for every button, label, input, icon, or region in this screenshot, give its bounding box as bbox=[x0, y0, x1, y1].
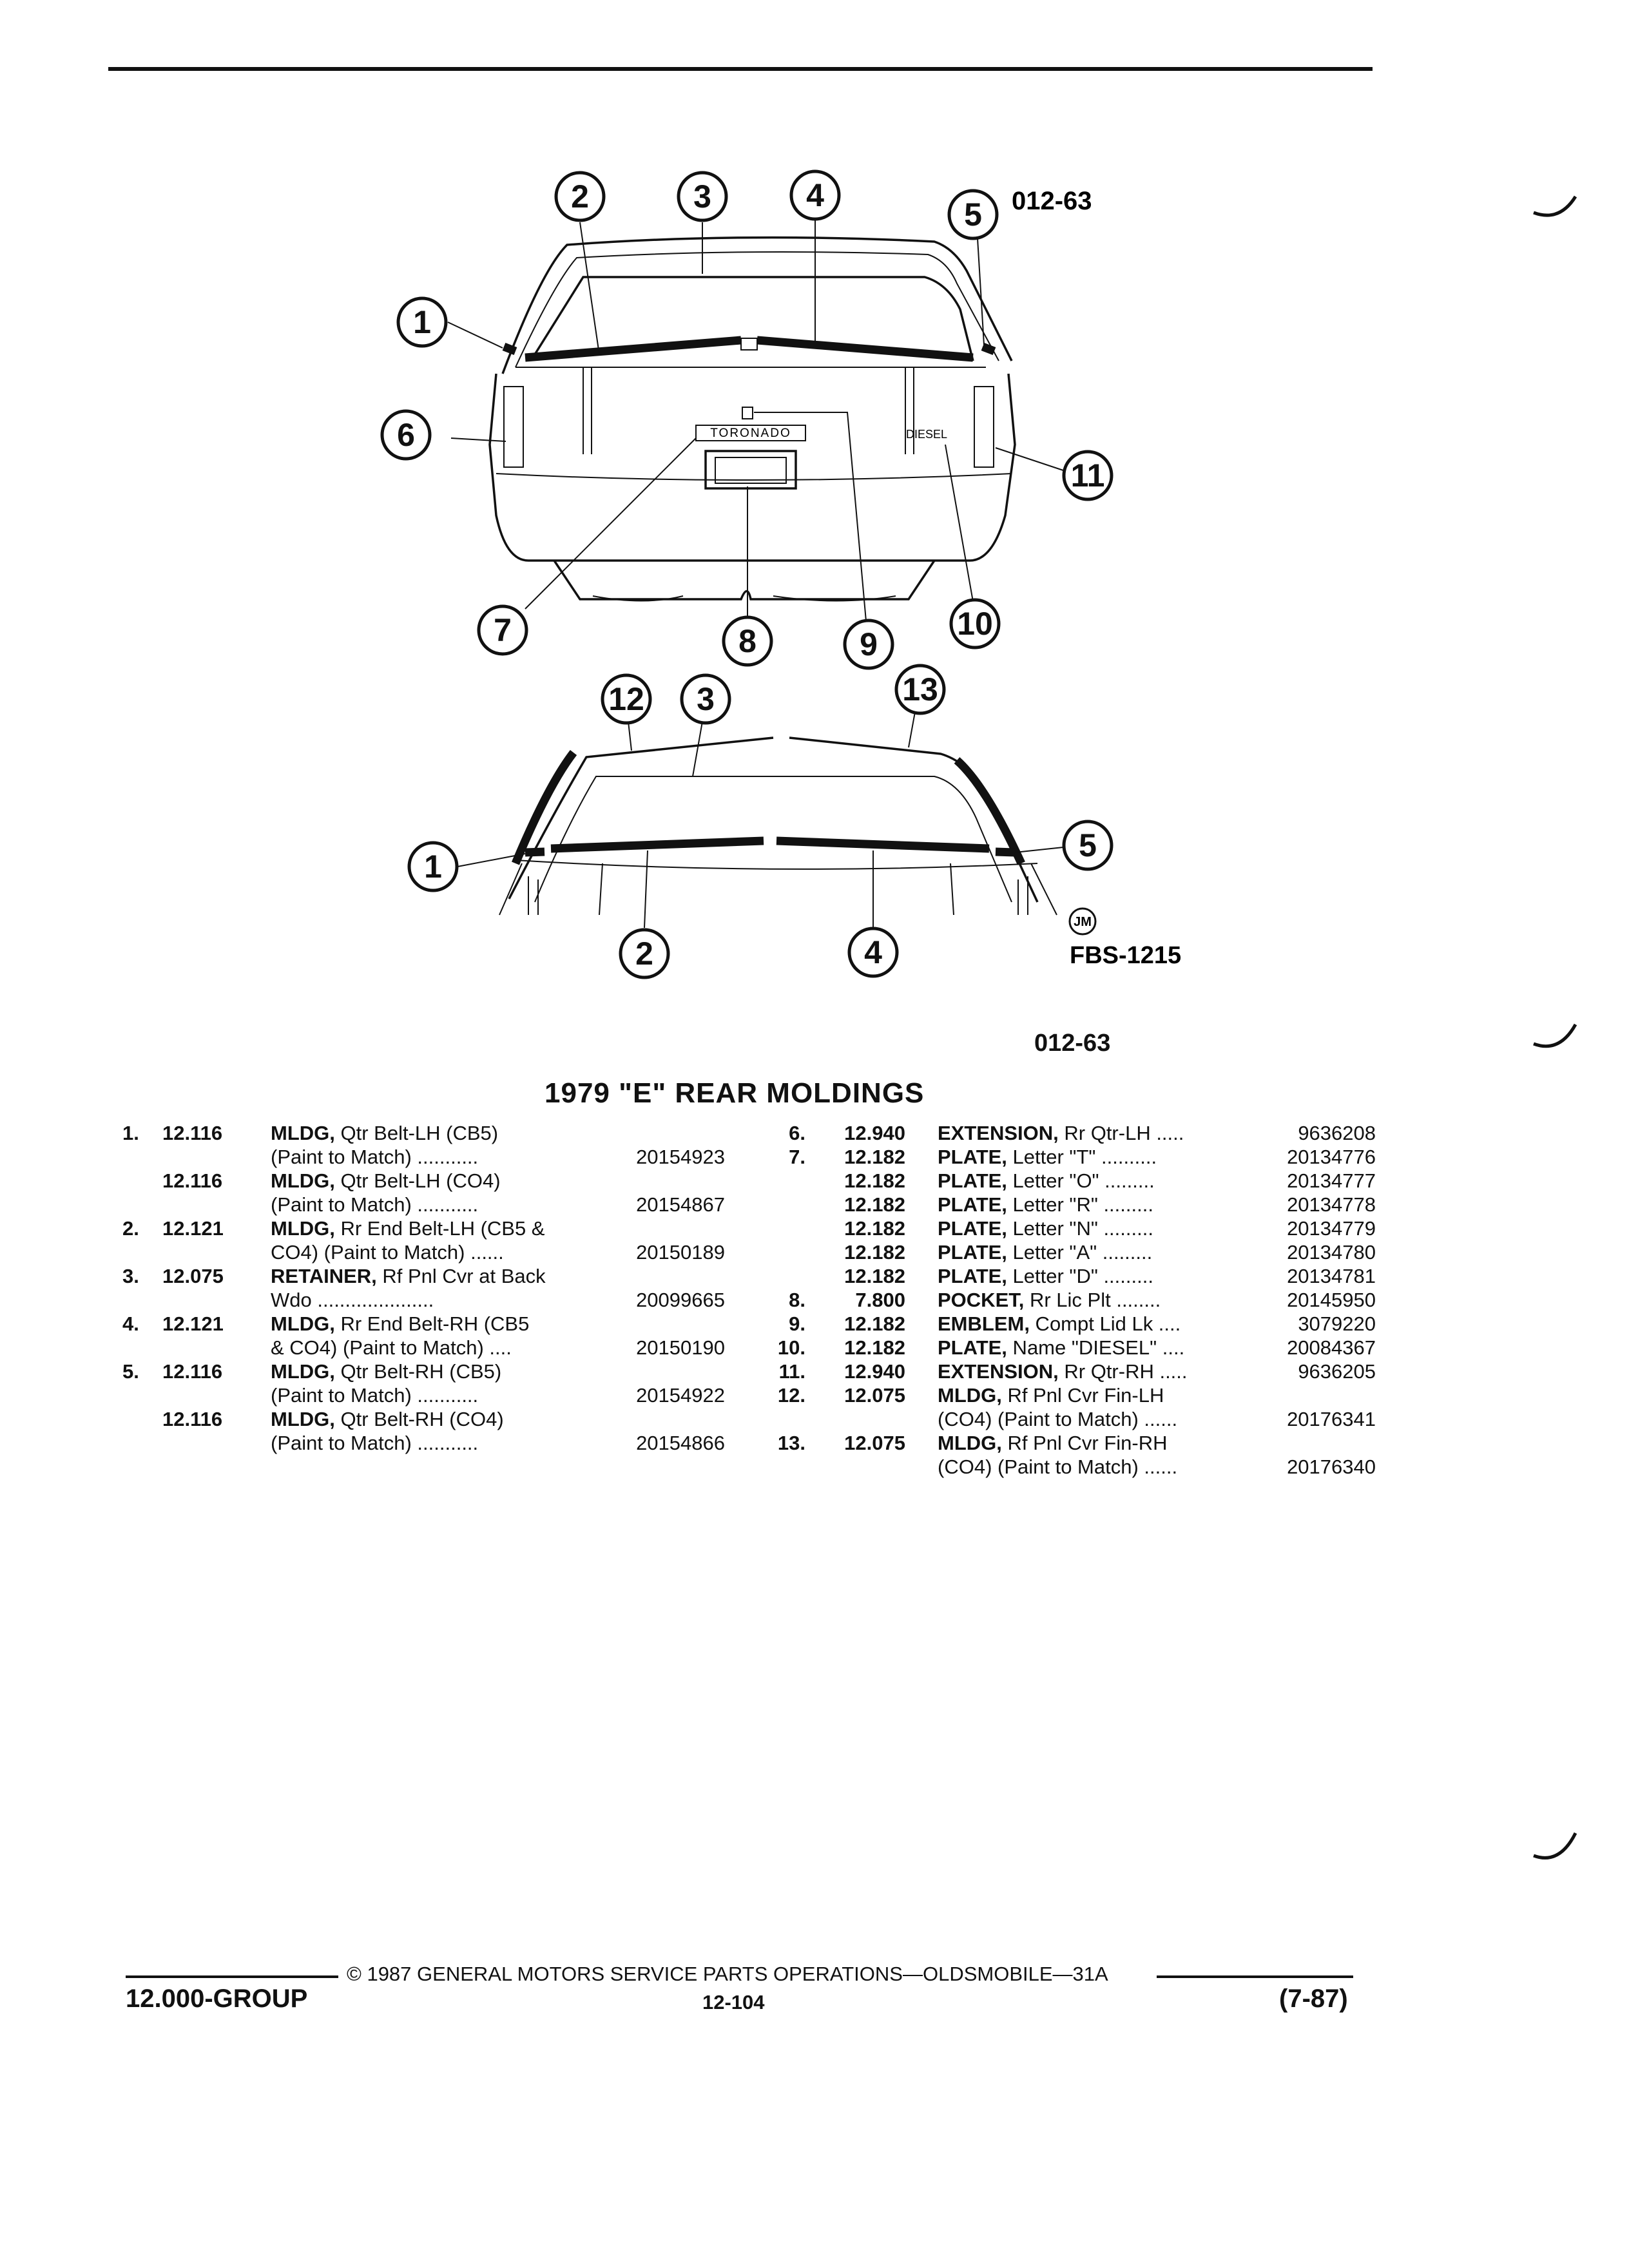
footer-rule-left bbox=[126, 1975, 338, 1978]
callout-5-lower: 5 bbox=[1062, 820, 1113, 871]
callout-1-lower: 1 bbox=[407, 841, 459, 892]
callout-3-upper: 3 bbox=[677, 171, 728, 222]
callout-3-lower: 3 bbox=[680, 673, 731, 725]
footer-page-number: 12-104 bbox=[702, 1991, 765, 2013]
footer-copyright: © 1987 GENERAL MOTORS SERVICE PARTS OPER… bbox=[347, 1963, 1108, 1985]
svg-text:7: 7 bbox=[494, 612, 512, 648]
diesel-badge: DIESEL bbox=[906, 428, 947, 441]
svg-text:10: 10 bbox=[957, 606, 993, 642]
callout-11: 11 bbox=[1062, 450, 1113, 501]
list-item: (Paint to Match) ...........20154923 bbox=[271, 1146, 725, 1168]
list-item: Wdo .....................20099665 bbox=[271, 1289, 725, 1311]
toronado-script: TORONADO bbox=[710, 427, 791, 440]
list-item: CO4) (Paint to Match) ......20150189 bbox=[271, 1241, 725, 1264]
list-item: (CO4) (Paint to Match) ......20176340 bbox=[938, 1456, 1376, 1478]
callout-7: 7 bbox=[477, 604, 528, 656]
section-title: 1979 "E" REAR MOLDINGS bbox=[545, 1077, 925, 1109]
list-item: (CO4) (Paint to Match) ......20176341 bbox=[938, 1408, 1376, 1430]
callout-9: 9 bbox=[843, 619, 894, 670]
svg-text:13: 13 bbox=[902, 671, 938, 707]
svg-text:2: 2 bbox=[635, 936, 653, 972]
callout-2-lower: 2 bbox=[619, 928, 670, 979]
callout-1-upper: 1 bbox=[396, 296, 448, 348]
svg-text:4: 4 bbox=[864, 934, 882, 970]
callout-group: 1 2 3 4 5 6 7 8 9 10 11 12 3 13 1 5 2 4 bbox=[380, 169, 1113, 979]
svg-text:8: 8 bbox=[738, 623, 757, 659]
callout-6: 6 bbox=[380, 409, 432, 461]
svg-text:5: 5 bbox=[964, 197, 982, 233]
svg-text:3: 3 bbox=[697, 681, 715, 717]
footer-group: 12.000-GROUP bbox=[126, 1984, 308, 2013]
ref-number-top: 012-63 bbox=[1012, 187, 1092, 215]
callout-8: 8 bbox=[722, 615, 773, 667]
svg-text:6: 6 bbox=[397, 417, 415, 453]
svg-text:1: 1 bbox=[413, 304, 431, 340]
car-rear-view: TORONADO DIESEL 012-63 bbox=[447, 187, 1092, 629]
svg-text:1: 1 bbox=[424, 849, 442, 885]
footer-rule-right bbox=[1157, 1975, 1353, 1978]
list-item: (Paint to Match) ...........20154922 bbox=[271, 1384, 725, 1407]
header-rule bbox=[108, 67, 1373, 71]
svg-text:9: 9 bbox=[860, 626, 878, 662]
callout-5-upper: 5 bbox=[947, 189, 999, 240]
svg-text:4: 4 bbox=[806, 177, 824, 213]
callout-4-upper: 4 bbox=[789, 169, 841, 221]
svg-text:5: 5 bbox=[1079, 827, 1097, 863]
figure-caption-number: 012-63 bbox=[1034, 1030, 1111, 1057]
footer-date: (7-87) bbox=[1279, 1984, 1348, 2013]
svg-text:12: 12 bbox=[608, 681, 644, 717]
callout-12: 12 bbox=[601, 673, 652, 725]
ref-number-figure: FBS-1215 bbox=[1070, 942, 1181, 969]
roof-closeup-view: JM FBS-1215 bbox=[457, 711, 1181, 969]
callout-10: 10 bbox=[949, 598, 1001, 649]
list-item: (Paint to Match) ...........20154866 bbox=[271, 1432, 725, 1454]
svg-text:2: 2 bbox=[571, 178, 589, 215]
callout-2-upper: 2 bbox=[554, 171, 606, 222]
svg-text:11: 11 bbox=[1071, 457, 1105, 494]
list-item: (Paint to Match) ...........20154867 bbox=[271, 1193, 725, 1216]
list-item: & CO4) (Paint to Match) ....20150190 bbox=[271, 1336, 725, 1359]
svg-text:3: 3 bbox=[693, 178, 711, 215]
callout-4-lower: 4 bbox=[847, 927, 899, 978]
jm-mark: JM bbox=[1074, 915, 1092, 929]
callout-13: 13 bbox=[894, 664, 946, 715]
